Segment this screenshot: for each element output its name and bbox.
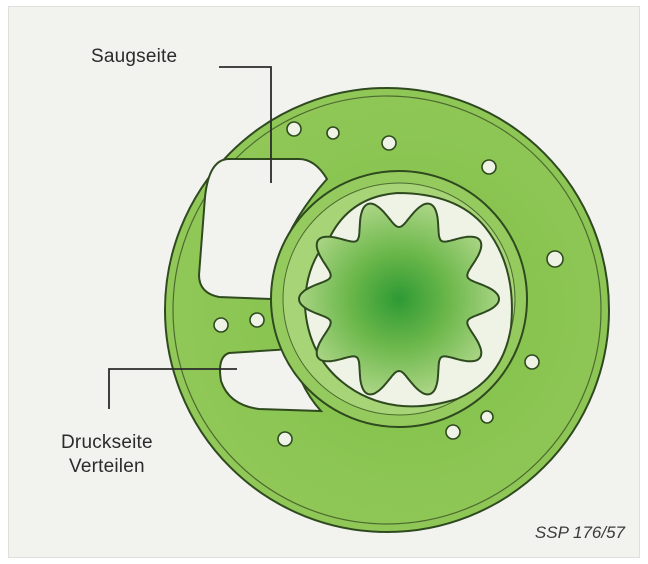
bolt-hole (287, 122, 301, 136)
bolt-hole (278, 432, 292, 446)
bolt-hole (446, 425, 460, 439)
bolt-hole (482, 160, 496, 174)
bolt-hole (481, 411, 493, 423)
bolt-hole (214, 318, 228, 332)
bolt-hole (327, 127, 339, 139)
label-pressure-side-line1: Druckseite (61, 431, 153, 455)
diagram-frame: Saugseite Druckseite Verteilen SSP 176/5… (8, 6, 640, 558)
bolt-hole (250, 313, 264, 327)
figure-reference: SSP 176/57 (535, 523, 625, 543)
label-suction-side: Saugseite (91, 45, 177, 69)
label-pressure-side-line2: Verteilen (61, 455, 153, 479)
label-pressure-side: Druckseite Verteilen (61, 431, 153, 479)
bolt-hole (382, 136, 396, 150)
bolt-hole (525, 355, 539, 369)
bolt-hole (547, 251, 563, 267)
